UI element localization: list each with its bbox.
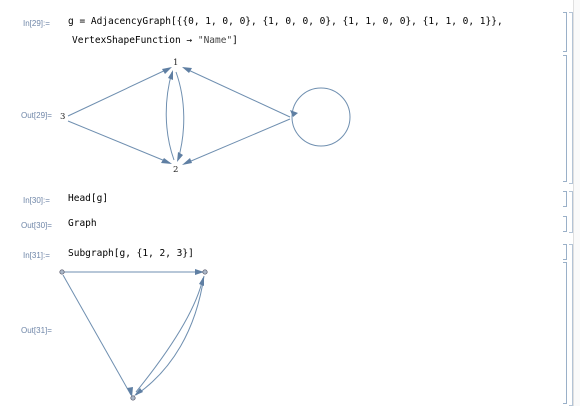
cell-bracket-input-31[interactable] (563, 244, 567, 260)
arrowhead (290, 110, 298, 117)
vertex-label-3: 3 (60, 112, 65, 122)
arrowhead (134, 388, 143, 396)
edge-4-2 (183, 118, 291, 165)
input-code[interactable]: Head[g] (68, 193, 109, 204)
input-label: In[31]:= (23, 251, 50, 260)
input-label: In[29]:= (23, 19, 50, 28)
vertex-label-1: 1 (173, 58, 178, 68)
edge-a-c (62, 274, 132, 396)
output-label: Out[30]= (21, 221, 52, 230)
arrowhead (162, 67, 172, 74)
edge-b-c (135, 275, 205, 396)
output-label: Out[31]= (21, 326, 52, 335)
output-text: Graph (68, 218, 97, 229)
input-code-line2[interactable]: VertexShapeFunction → "Name"] (72, 35, 238, 46)
arrowhead (195, 269, 204, 275)
vertical-scrollbar[interactable] (573, 0, 580, 406)
cell-group-bracket-29[interactable] (569, 12, 573, 184)
cell-bracket-output-31[interactable] (563, 262, 567, 404)
arrowhead (199, 276, 204, 286)
input-code[interactable]: Subgraph[g, {1, 2, 3}] (68, 248, 194, 259)
graph-output-31[interactable] (59, 269, 208, 401)
edge-2-1 (165, 71, 175, 161)
cell-bracket-input-30[interactable] (563, 191, 567, 207)
cell-bracket-output-29[interactable] (563, 55, 567, 182)
option-text: VertexShapeFunction → (72, 35, 198, 46)
input-label: In[30]:= (23, 196, 50, 205)
arrowhead (168, 70, 173, 80)
arrowhead (182, 67, 192, 73)
self-loop-4 (291, 87, 351, 147)
cell-bracket-input-29[interactable] (563, 12, 567, 52)
vertex-a (59, 269, 65, 275)
vertex-label-2: 2 (173, 165, 178, 175)
edge-1-2 (175, 71, 185, 161)
input-code-line1[interactable]: g = AdjacencyGraph[{{0, 1, 0, 0}, {1, 0,… (68, 16, 503, 27)
vertex-c (130, 395, 136, 401)
arrowhead (182, 158, 192, 165)
edge-3-1 (67, 67, 171, 117)
arrowhead (127, 387, 133, 397)
vertex-b (202, 269, 208, 275)
arrowhead (161, 158, 172, 164)
edge-c-b (135, 277, 204, 393)
output-label: Out[29]= (21, 111, 52, 120)
arrowhead (177, 152, 183, 162)
closing-bracket: ] (232, 35, 238, 46)
edge-3-2 (67, 120, 171, 164)
cell-group-bracket-30[interactable] (569, 191, 573, 233)
cell-bracket-output-30[interactable] (563, 216, 567, 232)
graph-29-edges (67, 67, 351, 165)
edge-4-1 (183, 67, 291, 118)
string-literal: "Name" (197, 35, 233, 46)
